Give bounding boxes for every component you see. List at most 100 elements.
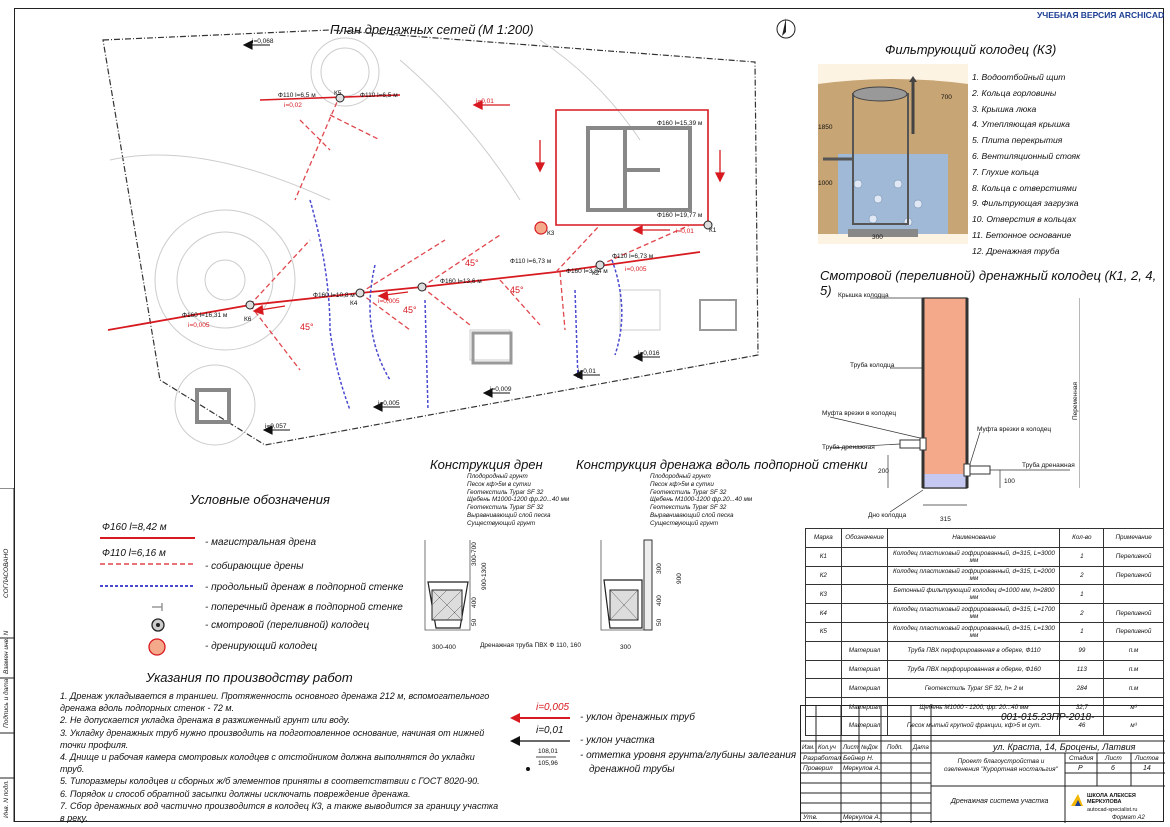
stamp-stage: Р xyxy=(1078,765,1083,772)
spec-cell: Переливной xyxy=(1103,621,1164,642)
spec-row: К1 Колодец пластиковый гофрированный, d=3… xyxy=(805,546,1164,567)
stamp-role-dev: Разработал xyxy=(803,755,841,762)
strip-signature: Подпись и дата xyxy=(3,678,10,728)
drain-trench-section xyxy=(424,540,471,631)
spec-cell xyxy=(805,659,842,680)
legend-slope-black-text: - уклон участка xyxy=(580,735,655,746)
filter-item: 4. Утепляющая крышка xyxy=(972,119,1070,130)
pipe-label-6: Ф160 l=10,8 м xyxy=(313,292,355,299)
spot-level-4: i=0,01 xyxy=(578,368,596,375)
legend-main-sample: Ф160 l=8,42 м xyxy=(102,522,167,533)
spec-cell: Бетонный фильтрующий колодец d=1000 мм, … xyxy=(887,584,1061,605)
filter-item: 12. Дренажная труба xyxy=(972,245,1060,256)
iw-coupling-right: Муфта врезки в колодец xyxy=(977,426,1052,433)
filter-item: 1. Водоотбойный щит xyxy=(972,72,1066,82)
legend-cross-text: - поперечный дренаж в подпорной стенке xyxy=(205,602,403,613)
spec-cell: К5 xyxy=(805,621,842,642)
spec-cell xyxy=(840,621,889,642)
stamp-sheets-h: Листов xyxy=(1135,755,1159,762)
legend-wall-text: - продольный дренаж в подпорной стенке xyxy=(205,582,404,593)
slope-label-5: i=0,005 xyxy=(625,266,647,273)
legend-level-top: 108,01 xyxy=(538,748,558,755)
spec-cell: Колодец пластиковый гофрированный, d=315… xyxy=(887,621,1061,642)
drain-layer: Песок кф>5м в сутки xyxy=(467,480,531,488)
site-features xyxy=(109,37,661,446)
spec-cell: Труба ПВХ перфорированная в оберке, Ф110 xyxy=(887,640,1061,661)
legend-filter-well-icon xyxy=(148,638,166,656)
stamp-col-kol: Кол.уч xyxy=(818,745,836,751)
spec-cell: Переливной xyxy=(1103,565,1164,586)
drain-dim-2: 900-1300 xyxy=(481,562,488,590)
filter-dim-2: 1850 xyxy=(818,124,833,131)
pipe-label-1: Ф160 l=15,39 м xyxy=(657,120,703,127)
title-block-grid xyxy=(801,706,1165,823)
wells xyxy=(245,93,713,310)
spec-cell: К2 xyxy=(805,565,842,586)
spec-row: К5 Колодец пластиковый гофрированный, d=3… xyxy=(805,621,1164,642)
stamp-sheet-h: Лист xyxy=(1105,755,1122,762)
pipe-label-8: Ф160 l=3,84 м xyxy=(566,268,608,275)
filter-dim-4: 300 xyxy=(872,234,883,241)
spot-level-1: i=0,057 xyxy=(265,423,287,430)
label-k2: К2 xyxy=(592,270,600,277)
filter-well-legend: 1. Водоотбойный щит 2. Кольца горловины … xyxy=(972,70,1080,260)
side-strip-grid xyxy=(0,487,15,822)
spec-cell: Колодец пластиковый гофрированный, d=315… xyxy=(887,546,1061,567)
wall-layer: Щебень М1000-1200 фр.20...40 мм xyxy=(650,496,753,504)
spec-cell: 1 xyxy=(1059,584,1105,605)
terrace-square xyxy=(471,331,513,365)
inspection-well-section xyxy=(830,297,1080,513)
well-k2 xyxy=(595,260,605,270)
drain-layer: Геотекстиль Typar SF 32 xyxy=(467,504,544,512)
spec-cell: 1 xyxy=(1059,546,1105,567)
legend-slope-red-arrow xyxy=(510,713,570,723)
iw-lid: Крышка колодца xyxy=(838,292,889,299)
legend-inspection-well-icon xyxy=(151,618,165,632)
filter-well-title: Фильтрующий колодец (К3) xyxy=(885,42,1057,57)
spec-cell: 99 xyxy=(1059,640,1105,661)
spec-cell: 1 xyxy=(1059,621,1105,642)
north-arrow xyxy=(776,18,796,39)
stamp-col-list: Лист xyxy=(843,745,859,751)
notes-title: Указания по производству работ xyxy=(146,670,353,685)
legend-level-marker xyxy=(526,756,556,771)
spec-cell: Материал xyxy=(840,659,889,680)
pipe-label-7: Ф160 l=13,6 м xyxy=(440,278,482,285)
angle-label-4: 45° xyxy=(403,305,417,315)
spec-cell: К1 xyxy=(805,546,842,567)
filter-item: 9. Фильтрующая загрузка xyxy=(972,198,1079,209)
spec-cell: К3 xyxy=(805,584,842,605)
note-item: 1. Дренаж укладывается в траншеи. Протяж… xyxy=(60,691,490,714)
slope-label-4: i=0,005 xyxy=(378,298,400,305)
spec-cell xyxy=(805,678,842,699)
drain-dim-4: 50 xyxy=(471,618,478,626)
spec-header: Наименование xyxy=(887,528,1061,548)
legend-main-text: - магистральная дрена xyxy=(205,537,317,548)
stamp-sheet: 6 xyxy=(1111,765,1115,772)
legend-collect-sample: Ф110 l=6,16 м xyxy=(102,548,166,559)
pipe-label-3: Ф160 l=16,31 м xyxy=(182,312,228,319)
title-block: 001-015.23ПР-2018- ул. Краста, 14, Броце… xyxy=(800,705,1165,823)
stamp-col-date: Дата xyxy=(913,745,929,751)
house-outline xyxy=(586,126,692,212)
wall-dim-2: 900 xyxy=(676,573,683,584)
note-item: 6. Порядок и способ обратной засыпки дол… xyxy=(60,788,411,799)
spec-header-row: Марка Обозначение Наименование Кол-во Пр… xyxy=(805,528,1164,548)
stamp-school: ШКОЛА АЛЕКСЕЯ МЕРКУЛОВА xyxy=(1087,793,1136,805)
iw-drain-left: Труба дренажная xyxy=(822,444,875,451)
legend-level-text-1: - отметка уровня грунта/глубины залегани… xyxy=(580,750,797,761)
filter-well-illustration xyxy=(818,64,968,244)
spec-cell: Материал xyxy=(840,640,889,661)
stamp-col-izm: Изм. xyxy=(802,745,815,751)
legend-inspection-text: - смотровой (переливной) колодец xyxy=(205,620,370,631)
stamp-project: Проект благоустройства и озеленения "Кур… xyxy=(944,758,1058,773)
pipe-label-2: Ф160 l=19,77 м xyxy=(657,212,703,219)
slope-label-6: i=0,02 xyxy=(284,102,302,109)
strip-agreed: СОГЛАСОВАНО xyxy=(3,548,10,598)
legend-slope-black-arrow xyxy=(510,736,570,746)
